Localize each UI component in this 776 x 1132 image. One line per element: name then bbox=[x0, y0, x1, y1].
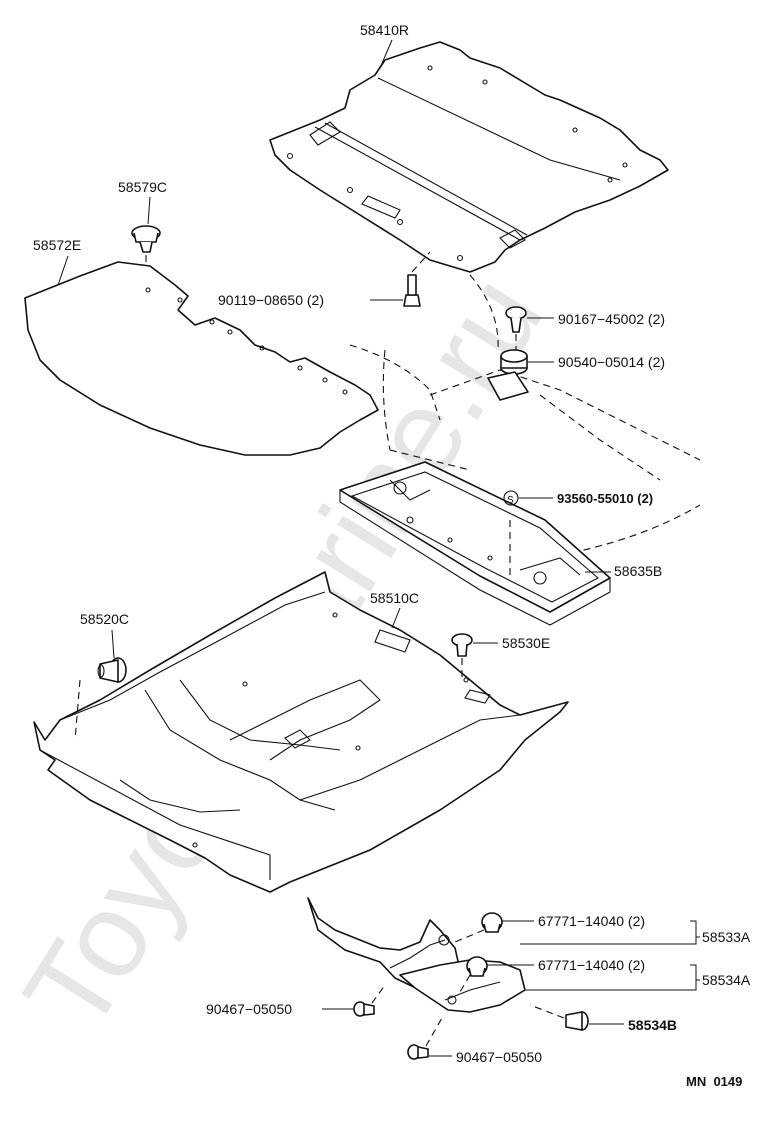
bracket-58533A bbox=[690, 920, 697, 945]
label-58572E: 58572E bbox=[33, 237, 81, 253]
deck-board-58410R bbox=[269, 41, 669, 273]
label-58510C: 58510C bbox=[370, 590, 419, 606]
clip-58579C bbox=[131, 225, 161, 285]
s-marker-icon bbox=[503, 490, 519, 506]
body-outline bbox=[349, 344, 701, 556]
label-67771-a: 67771−14040 (2) bbox=[538, 913, 645, 929]
clip-58530E bbox=[451, 633, 473, 680]
leader-58410R bbox=[379, 39, 393, 69]
label-58579C: 58579C bbox=[118, 179, 167, 195]
label-58520C: 58520C bbox=[80, 611, 129, 627]
leader-58510C bbox=[391, 607, 401, 629]
leader-58579C bbox=[147, 196, 151, 225]
clip-67771-b bbox=[459, 956, 488, 993]
label-58635B: 58635B bbox=[614, 563, 662, 579]
label-90540: 90540−05014 (2) bbox=[558, 354, 665, 370]
spacer-90540 bbox=[500, 349, 528, 375]
label-58530E: 58530E bbox=[502, 635, 550, 651]
label-58534B: 58534B bbox=[628, 1017, 677, 1033]
label-90467-b: 90467−05050 bbox=[456, 1049, 542, 1065]
frame-58635B bbox=[339, 461, 611, 626]
leader-58520C bbox=[111, 629, 115, 659]
trim-58534A bbox=[399, 959, 526, 1013]
carpet-58510C bbox=[33, 571, 569, 893]
bracket-58534A bbox=[690, 964, 697, 991]
label-93560: 93560-55010 (2) bbox=[557, 491, 653, 506]
screw-90167 bbox=[469, 274, 527, 351]
bolt-90119 bbox=[403, 251, 431, 307]
leader-58572E bbox=[57, 255, 69, 286]
label-90119: 90119−08650 (2) bbox=[218, 292, 324, 308]
grommet-58520C bbox=[97, 657, 127, 683]
mat-58572E bbox=[24, 261, 379, 456]
label-58534A: 58534A bbox=[702, 972, 751, 988]
screw-90467-a bbox=[353, 984, 386, 1017]
clip-67771-a bbox=[454, 912, 503, 943]
label-67771-b: 67771−14040 (2) bbox=[538, 957, 645, 973]
label-58410R: 58410R bbox=[360, 22, 409, 38]
pin-58534B bbox=[529, 1004, 589, 1031]
label-90167: 90167−45002 (2) bbox=[558, 311, 665, 327]
marker-93560: S bbox=[507, 495, 514, 506]
diagram-code: MN 0149 bbox=[686, 1074, 742, 1089]
label-58533A: 58533A bbox=[702, 929, 751, 945]
label-90467-a: 90467−05050 bbox=[206, 1001, 292, 1017]
screw-90467-b bbox=[407, 1017, 443, 1060]
